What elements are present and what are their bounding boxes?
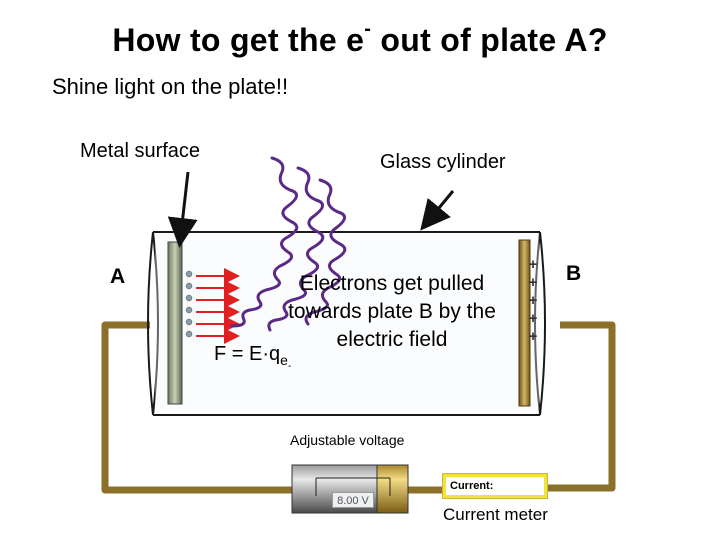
page-title: How to get the e- out of plate A? — [0, 18, 720, 59]
circuit-wire — [101, 321, 616, 494]
force-equation: F = E·qe- — [214, 343, 291, 372]
title-sup: - — [364, 18, 372, 41]
plate-a-label: A — [110, 265, 126, 288]
plate-a — [167, 241, 183, 405]
electrons — [185, 270, 193, 338]
force-subsub: - — [287, 360, 292, 372]
title-before: How to get the e — [112, 22, 365, 58]
subtitle: Shine light on the plate!! — [52, 74, 289, 99]
current-meter-readout-label: Current: — [450, 480, 494, 492]
electrons-explanation: Electrons get pulled towards plate B by … — [288, 272, 496, 351]
adjustable-voltage-label: Adjustable voltage — [290, 432, 405, 448]
battery-readout: 8.00 V — [332, 492, 374, 508]
current-meter-label: Current meter — [443, 505, 548, 524]
plate-b-charge: + — [528, 310, 538, 327]
glass-cylinder-label: Glass cylinder — [380, 151, 506, 173]
field-arrow-icon — [196, 268, 240, 344]
glass-cylinder — [147, 231, 546, 416]
metal-surface-label: Metal surface — [80, 140, 201, 162]
light-wave-icon — [230, 156, 347, 332]
plate-b-charge: + — [528, 274, 538, 291]
force-sub: e — [280, 352, 288, 368]
plate-b-charge: + — [528, 256, 538, 273]
meter-icon — [443, 474, 547, 498]
plate-b-label: B — [566, 262, 582, 285]
title-after: out of plate A? — [371, 22, 608, 58]
pointer-arrows — [167, 171, 455, 248]
force-main: F = E·q — [214, 343, 281, 365]
plate-b — [518, 239, 531, 407]
plate-b-charge: + — [528, 292, 538, 309]
plate-b-charge: + — [528, 328, 538, 345]
